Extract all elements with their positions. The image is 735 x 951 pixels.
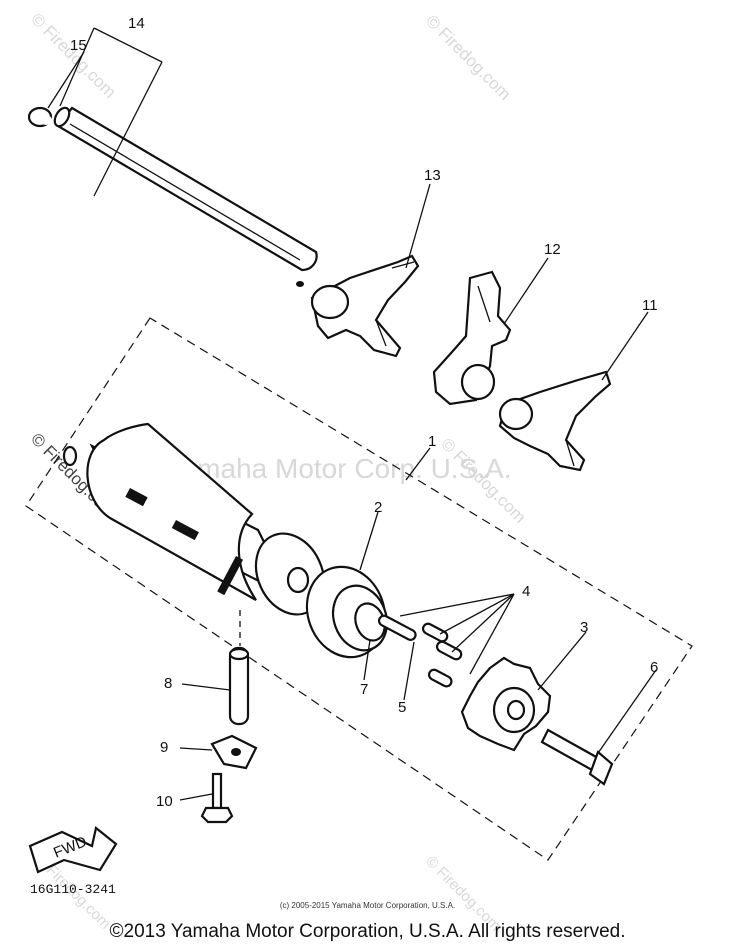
pin-part-5	[377, 614, 417, 641]
circlip-part-15	[27, 106, 53, 128]
dowel-pin-part-8	[228, 646, 250, 726]
callout-2: 2	[374, 499, 382, 516]
callout-11: 11	[642, 297, 658, 314]
segment-part-3	[460, 656, 552, 752]
shift-fork-part-13	[310, 254, 420, 358]
callout-3: 3	[580, 619, 588, 636]
bolt-part-10	[200, 772, 234, 824]
callout-5: 5	[398, 699, 406, 716]
footer-copyright: ©2013 Yamaha Motor Corporation, U.S.A. A…	[109, 921, 626, 942]
fwd-arrow-icon: FWD	[28, 826, 118, 874]
callout-10: 10	[156, 793, 173, 810]
callout-1: 1	[428, 433, 436, 450]
plate-part-9	[210, 734, 258, 770]
callout-9: 9	[160, 739, 168, 756]
callout-8: 8	[164, 675, 172, 692]
callout-14: 14	[128, 15, 145, 32]
shift-cam-part-1	[62, 422, 326, 616]
pins-part-4	[421, 622, 463, 688]
watermark-firedog-top-right: © Firedog.com	[422, 11, 514, 103]
shift-fork-part-12	[432, 270, 512, 406]
shift-fork-part-11	[498, 370, 612, 472]
bearing-part-2	[305, 565, 389, 659]
callout-13: 13	[424, 167, 441, 184]
assembly-outline	[25, 317, 693, 861]
callout-7: 7	[360, 681, 368, 698]
reference-code: 16G110-3241	[30, 882, 116, 897]
leader-lines	[47, 27, 657, 801]
small-copyright: (c) 2005-2015 Yamaha Motor Corporation, …	[279, 901, 456, 910]
callout-4: 4	[522, 583, 530, 600]
callout-6: 6	[650, 659, 658, 676]
watermark-yamaha: Yamaha Motor Corp. U.S.A.	[165, 453, 512, 484]
callout-12: 12	[544, 241, 561, 258]
guide-bar-part-14	[53, 106, 318, 287]
callout-numbers: 1 2 3 4 5 6 7 8 9 10 11 12 13 14 15	[70, 15, 658, 810]
callout-15: 15	[70, 37, 87, 54]
watermark-firedog-top-left: © Firedog.com	[27, 9, 119, 101]
screw-part-6	[540, 728, 614, 786]
